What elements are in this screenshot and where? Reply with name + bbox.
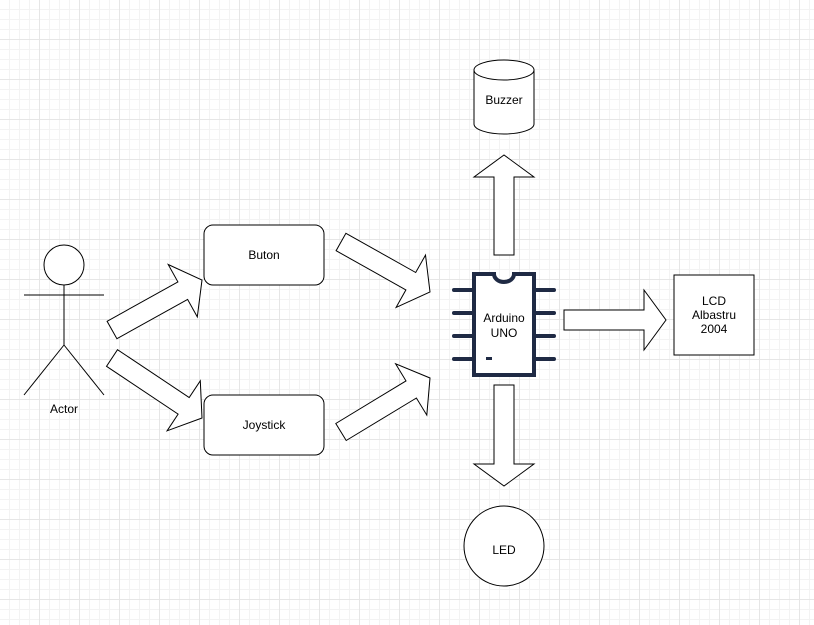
buton-label: Buton xyxy=(248,248,279,262)
arrow-arduino-to-led[interactable] xyxy=(472,384,536,487)
buzzer-cylinder[interactable] xyxy=(473,59,535,135)
arduino-chip-icon[interactable] xyxy=(452,272,556,377)
arrows-layer xyxy=(105,154,667,487)
joystick-box[interactable] xyxy=(203,394,325,456)
actor-left-leg xyxy=(23,344,65,396)
actor-label: Actor xyxy=(50,402,78,416)
arrow-actor-to-joystick[interactable] xyxy=(105,349,203,432)
actor-right-leg xyxy=(63,344,105,396)
arrow-buton-to-arduino[interactable] xyxy=(335,232,431,309)
buzzer-label: Buzzer xyxy=(485,93,522,107)
actor-head xyxy=(43,244,85,286)
lcd-label-line3: 2004 xyxy=(701,322,728,336)
arduino-label-line2: UNO xyxy=(491,326,518,340)
joystick-label: Joystick xyxy=(243,418,287,432)
buton-box[interactable] xyxy=(203,224,325,286)
arduino-label-line1: Arduino xyxy=(483,311,525,325)
lcd-label-line1: LCD xyxy=(702,294,726,308)
lcd-box[interactable] xyxy=(673,274,755,356)
lcd-label-line2: Albastru xyxy=(692,308,736,322)
led-label: LED xyxy=(492,543,516,557)
led-circle[interactable] xyxy=(463,505,545,587)
actor-figure[interactable] xyxy=(23,244,105,396)
arrow-arduino-to-lcd[interactable] xyxy=(563,288,667,352)
arrow-arduino-to-buzzer[interactable] xyxy=(472,154,536,256)
arrow-joystick-to-arduino[interactable] xyxy=(335,362,431,442)
arrow-actor-to-buton[interactable] xyxy=(106,263,203,340)
